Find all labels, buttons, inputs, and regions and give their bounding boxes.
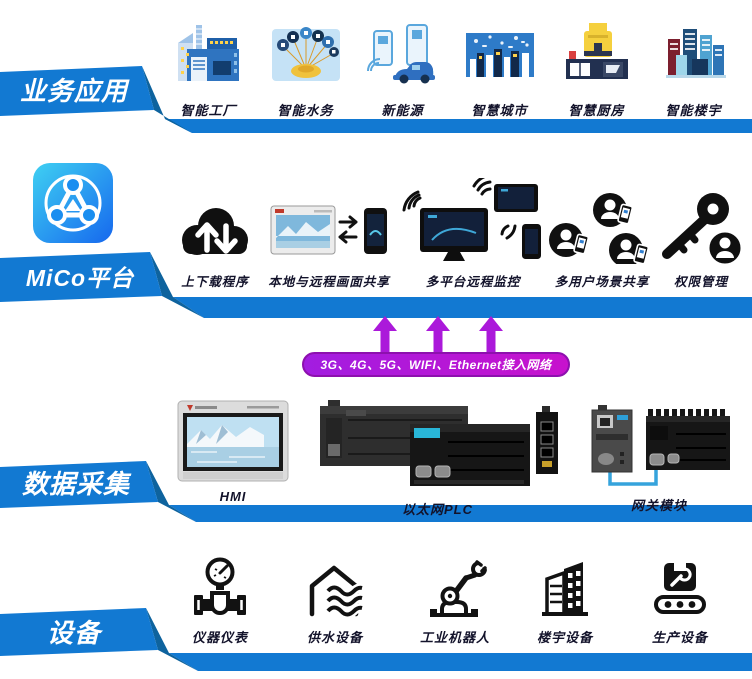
equip-label: 生产设备 — [651, 630, 708, 645]
device-label: HMI — [219, 489, 247, 504]
smart-water-icon — [270, 14, 342, 96]
network-up-arrows-icon — [373, 316, 503, 353]
multi-user-share-icon — [549, 193, 650, 264]
new-energy-icon — [366, 14, 439, 96]
app-item-smart-building: 智能楼宇 — [645, 14, 742, 119]
equip-label: 供水设备 — [306, 630, 363, 645]
hmi-phone-sync-icon — [270, 205, 387, 255]
robot-arm-icon — [430, 560, 488, 617]
feature-label: 权限管理 — [673, 275, 728, 289]
feature-label: 本地与远程画面共享 — [268, 275, 390, 289]
equip-robot: 工业机器人 — [400, 556, 510, 646]
key-permission-icon — [662, 193, 744, 264]
water-supply-icon — [309, 565, 364, 619]
equip-label: 仪器仪表 — [191, 630, 248, 645]
app-item-smart-kitchen: 智慧厨房 — [548, 14, 645, 119]
equip-water-supply: 供水设备 — [280, 556, 390, 646]
network-access-banner: 3G、4G、5G、WIFI、Ethernet接入网络 — [302, 352, 570, 377]
app-label: 智能楼宇 — [665, 103, 722, 118]
feature-multi-user: 多用户场景共享 — [546, 188, 658, 290]
app-item-smart-water: 智能水务 — [257, 14, 354, 119]
band-business-apps-label: 业务应用 — [20, 76, 130, 106]
multi-device-monitor-icon — [402, 178, 541, 261]
band-devices-ribbon: 设备 — [0, 608, 752, 671]
gauge-valve-icon — [194, 557, 246, 615]
feature-screen-share: 本地与远程画面共享 — [266, 188, 392, 290]
gateway-module-image — [591, 405, 730, 486]
building-equipment-icon — [542, 562, 588, 616]
smart-kitchen-icon — [561, 14, 633, 96]
app-label: 智慧城市 — [471, 103, 528, 118]
app-label: 智能水务 — [277, 103, 334, 118]
band-mico-ribbon: MiCo平台 — [0, 252, 752, 318]
device-hmi: HMI — [176, 400, 290, 504]
app-item-new-energy: 新能源 — [354, 14, 451, 119]
feature-label: 多用户场景共享 — [554, 275, 650, 289]
mico-logo-icon — [33, 163, 113, 243]
business-apps-row: 智能工厂 — [160, 14, 742, 119]
device-label: 以太网PLC — [401, 502, 473, 517]
smart-city-icon — [464, 14, 536, 96]
band-data-collection-ribbon: 数据采集 — [0, 461, 752, 522]
equip-instruments: 仪器仪表 — [165, 556, 275, 646]
equip-label: 工业机器人 — [419, 630, 490, 645]
smart-building-icon — [658, 14, 730, 96]
equip-building: 楼宇设备 — [510, 556, 620, 646]
device-gateway: 网关模块 — [583, 404, 735, 514]
app-label: 智慧厨房 — [568, 103, 625, 118]
device-label: 网关模块 — [630, 498, 687, 513]
band-data-collection-label: 数据采集 — [22, 469, 132, 499]
app-label: 新能源 — [381, 103, 424, 118]
feature-label: 多平台远程监控 — [425, 275, 521, 289]
feature-upload-download: 上下载程序 — [160, 188, 270, 290]
equip-production: 生产设备 — [625, 556, 735, 646]
device-ethernet-plc: 以太网PLC — [315, 398, 560, 518]
ethernet-plc-image — [319, 400, 558, 486]
band-business-apps-ribbon: 业务应用 — [0, 66, 752, 133]
feature-label: 上下载程序 — [181, 275, 249, 289]
production-equipment-icon — [654, 563, 706, 614]
cloud-upload-download-icon — [182, 208, 248, 255]
app-label: 智能工厂 — [180, 103, 237, 118]
hmi-panel-image — [177, 400, 289, 482]
equip-label: 楼宇设备 — [536, 630, 593, 645]
band-mico-label: MiCo平台 — [26, 265, 135, 291]
network-banner-label: 3G、4G、5G、WIFI、Ethernet接入网络 — [320, 358, 552, 372]
feature-remote-monitor: 多平台远程监控 — [398, 178, 548, 290]
app-item-smart-city: 智慧城市 — [451, 14, 548, 119]
app-item-smart-factory: 智能工厂 — [160, 14, 257, 119]
smart-factory-icon — [173, 14, 245, 96]
band-devices-label: 设备 — [47, 618, 104, 648]
feature-permission: 权限管理 — [658, 188, 744, 290]
